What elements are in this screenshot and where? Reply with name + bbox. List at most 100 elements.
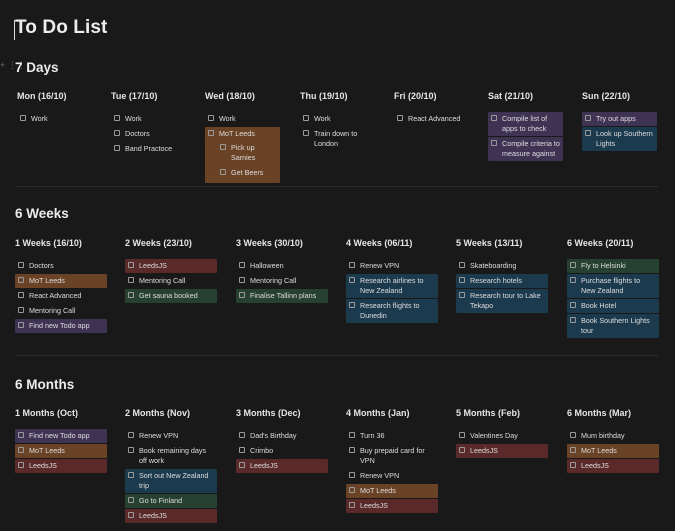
todo-item-go-to-finland[interactable]: Go to Finland [125, 494, 217, 508]
checkbox-icon[interactable] [18, 292, 24, 298]
column-header[interactable]: 6 Weeks (20/11) [567, 238, 634, 248]
checkbox-icon[interactable] [128, 432, 134, 438]
todo-item-work[interactable]: Work [205, 112, 280, 126]
checkbox-icon[interactable] [491, 140, 497, 146]
todo-item-dad-s-birthday[interactable]: Dad's Birthday [236, 429, 328, 443]
todo-item-leedsjs[interactable]: LeedsJS [236, 459, 328, 473]
checkbox-icon[interactable] [570, 277, 576, 283]
checkbox-icon[interactable] [18, 307, 24, 313]
section-heading-months[interactable]: 6 Months [15, 377, 75, 392]
checkbox-icon[interactable] [220, 169, 226, 175]
column-header[interactable]: 1 Weeks (16/10) [15, 238, 82, 248]
checkbox-icon[interactable] [239, 277, 245, 283]
todo-item-book-hotel[interactable]: Book Hotel [567, 299, 659, 313]
todo-item-leedsjs[interactable]: LeedsJS [15, 459, 107, 473]
column-header[interactable]: 5 Weeks (13/11) [456, 238, 523, 248]
checkbox-icon[interactable] [18, 447, 24, 453]
checkbox-icon[interactable] [570, 317, 576, 323]
checkbox-icon[interactable] [491, 115, 497, 121]
todo-item-mot-leeds[interactable]: MoT Leeds [15, 444, 107, 458]
checkbox-icon[interactable] [128, 277, 134, 283]
checkbox-icon[interactable] [349, 472, 355, 478]
checkbox-icon[interactable] [18, 462, 24, 468]
todo-item-mot-leeds[interactable]: MoT Leeds [346, 484, 438, 498]
checkbox-icon[interactable] [18, 277, 24, 283]
checkbox-icon[interactable] [18, 322, 24, 328]
todo-item-leedsjs[interactable]: LeedsJS [125, 259, 217, 273]
checkbox-icon[interactable] [303, 130, 309, 136]
checkbox-icon[interactable] [570, 447, 576, 453]
checkbox-icon[interactable] [128, 292, 134, 298]
column-header[interactable]: Tue (17/10) [111, 91, 158, 101]
todo-item-renew-vpn[interactable]: Renew VPN [346, 469, 438, 483]
todo-item-research-hotels[interactable]: Research hotels [456, 274, 548, 288]
checkbox-icon[interactable] [239, 432, 245, 438]
todo-item-react-advanced[interactable]: React Advanced [394, 112, 469, 126]
checkbox-icon[interactable] [459, 292, 465, 298]
checkbox-icon[interactable] [570, 262, 576, 268]
todo-item-halloween[interactable]: Halloween [236, 259, 328, 273]
checkbox-icon[interactable] [128, 262, 134, 268]
checkbox-icon[interactable] [239, 262, 245, 268]
checkbox-icon[interactable] [208, 130, 214, 136]
column-header[interactable]: Sun (22/10) [582, 91, 631, 101]
column-header[interactable]: 2 Months (Nov) [125, 408, 190, 418]
checkbox-icon[interactable] [128, 447, 134, 453]
todo-item-skateboarding[interactable]: Skateboarding [456, 259, 548, 273]
checkbox-icon[interactable] [128, 512, 134, 518]
todo-item-work[interactable]: Work [17, 112, 92, 126]
todo-item-try-out-apps[interactable]: Try out apps [582, 112, 657, 126]
column-header[interactable]: 5 Months (Feb) [456, 408, 520, 418]
todo-item-renew-vpn[interactable]: Renew VPN [346, 259, 438, 273]
checkbox-icon[interactable] [239, 462, 245, 468]
checkbox-icon[interactable] [459, 262, 465, 268]
todo-item-compile-criteria-to-measure-against[interactable]: Compile criteria to measure against [488, 137, 563, 161]
checkbox-icon[interactable] [128, 497, 134, 503]
todo-item-mentoring-call[interactable]: Mentoring Call [15, 304, 107, 318]
column-header[interactable]: Fri (20/10) [394, 91, 437, 101]
checkbox-icon[interactable] [349, 302, 355, 308]
todo-item-fly-to-helsinki[interactable]: Fly to Helsinki [567, 259, 659, 273]
checkbox-icon[interactable] [459, 432, 465, 438]
checkbox-icon[interactable] [20, 115, 26, 121]
checkbox-icon[interactable] [128, 472, 134, 478]
todo-item-leedsjs[interactable]: LeedsJS [125, 509, 217, 523]
page-title[interactable]: To Do List [15, 17, 108, 38]
column-header[interactable]: 2 Weeks (23/10) [125, 238, 192, 248]
checkbox-icon[interactable] [239, 447, 245, 453]
checkbox-icon[interactable] [397, 115, 403, 121]
checkbox-icon[interactable] [18, 432, 24, 438]
todo-item-book-southern-lights-tour[interactable]: Book Southern Lights tour [567, 314, 659, 338]
column-header[interactable]: Mon (16/10) [17, 91, 67, 101]
todo-item-mot-leeds[interactable]: MoT Leeds [567, 444, 659, 458]
todo-item-get-sauna-booked[interactable]: Get sauna booked [125, 289, 217, 303]
checkbox-icon[interactable] [585, 130, 591, 136]
todo-item-mot-leeds[interactable]: MoT Leeds [205, 127, 280, 141]
column-header[interactable]: 6 Months (Mar) [567, 408, 631, 418]
todo-item-pick-up-sarnies[interactable]: Pick up Sarnies [217, 141, 280, 165]
todo-item-valentines-day[interactable]: Valentines Day [456, 429, 548, 443]
todo-item-research-tour-to-lake-tekapo[interactable]: Research tour to Lake Tekapo [456, 289, 548, 313]
todo-item-compile-list-of-apps-to-check[interactable]: Compile list of apps to check [488, 112, 563, 136]
column-header[interactable]: 4 Weeks (06/11) [346, 238, 413, 248]
todo-item-doctors[interactable]: Doctors [111, 127, 186, 141]
todo-item-get-beers[interactable]: Get Beers [217, 166, 280, 180]
todo-item-work[interactable]: Work [111, 112, 186, 126]
column-header[interactable]: 4 Months (Jan) [346, 408, 410, 418]
checkbox-icon[interactable] [114, 130, 120, 136]
todo-item-find-new-todo-app[interactable]: Find new Todo app [15, 429, 107, 443]
todo-item-mum-birthday[interactable]: Mum birthday [567, 429, 659, 443]
checkbox-icon[interactable] [349, 262, 355, 268]
todo-item-leedsjs[interactable]: LeedsJS [346, 499, 438, 513]
todo-item-doctors[interactable]: Doctors [15, 259, 107, 273]
todo-item-band-practoce[interactable]: Band Practoce [111, 142, 186, 156]
checkbox-icon[interactable] [570, 462, 576, 468]
checkbox-icon[interactable] [349, 277, 355, 283]
column-header[interactable]: 3 Months (Dec) [236, 408, 301, 418]
todo-item-finalise-tallinn-plans[interactable]: Finalise Tallinn plans [236, 289, 328, 303]
drag-handle-icon[interactable]: + ⋮⋮ [0, 60, 26, 70]
checkbox-icon[interactable] [114, 115, 120, 121]
checkbox-icon[interactable] [585, 115, 591, 121]
todo-item-react-advanced[interactable]: React Advanced [15, 289, 107, 303]
checkbox-icon[interactable] [220, 144, 226, 150]
